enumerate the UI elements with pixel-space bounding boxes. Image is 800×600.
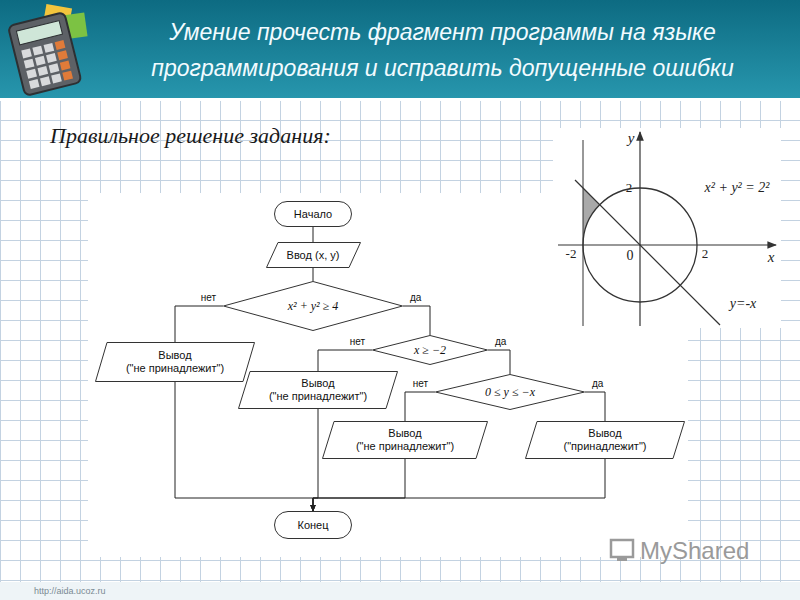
origin-label: 0 <box>627 248 634 264</box>
node-text: ("принадлежит") <box>564 440 647 453</box>
node-text: Конец <box>297 519 328 532</box>
node-text: x ≥ −2 <box>414 344 446 357</box>
branch-label: да <box>494 336 507 348</box>
x-axis <box>558 244 776 245</box>
branch-label: да <box>409 292 422 304</box>
flow-connector <box>313 268 314 281</box>
node-text: Ввод (x, y) <box>287 249 340 262</box>
flow-connector <box>403 306 430 335</box>
node-text: ("не принадлежит") <box>126 362 224 375</box>
decision-diamond: x² + y² ≥ 4 <box>223 281 403 331</box>
line-x-minus-2 <box>583 140 584 326</box>
flow-connector <box>585 392 605 421</box>
flow-connector <box>313 459 405 511</box>
io-parallelogram: Вывод("не принадлежит") <box>322 421 488 459</box>
graph <box>553 128 781 328</box>
flow-connector <box>488 350 510 374</box>
footer-band <box>0 582 800 600</box>
node-text: Вывод <box>301 377 334 390</box>
terminal-box: Конец <box>274 511 352 539</box>
slide-title: Умение прочесть фрагмент программы на яз… <box>95 14 790 86</box>
io-parallelogram: Вывод("принадлежит") <box>525 421 685 459</box>
flow-connector <box>313 227 314 242</box>
flow-connector <box>313 459 605 511</box>
terminal-box: Начало <box>274 201 352 227</box>
header-rule <box>0 98 800 101</box>
header-band <box>0 0 800 98</box>
flow-connector <box>405 392 435 421</box>
node-text: x² + y² ≥ 4 <box>288 300 339 313</box>
source-url: http://aida.ucoz.ru <box>34 586 106 596</box>
node-text: ("не принадлежит") <box>269 390 367 403</box>
node-text: Начало <box>294 208 332 221</box>
tick-label: 2 <box>626 180 633 196</box>
calculator-icon <box>8 4 88 96</box>
decision-diamond: x ≥ −2 <box>372 335 488 365</box>
y-axis <box>639 132 640 326</box>
graph-panel <box>553 128 781 328</box>
branch-label: нет <box>349 336 366 348</box>
equation-label: x² + y² = 2² <box>705 180 770 196</box>
node-text: Вывод <box>388 427 421 440</box>
node-text: 0 ≤ y ≤ −x <box>485 386 535 399</box>
branch-label: нет <box>200 292 217 304</box>
flow-connector <box>313 409 318 511</box>
flow-connector <box>318 350 372 371</box>
io-parallelogram: Вывод("не принадлежит") <box>95 342 255 382</box>
branch-label: нет <box>412 378 429 390</box>
watermark-icon <box>611 540 633 561</box>
io-parallelogram: Ввод (x, y) <box>266 242 361 268</box>
io-parallelogram: Вывод("не принадлежит") <box>238 371 398 409</box>
axis-label: x <box>768 249 775 266</box>
equation-label: y=-x <box>730 296 757 312</box>
tick-label: 2 <box>702 246 709 262</box>
node-text: ("не принадлежит") <box>356 440 454 453</box>
branch-label: да <box>591 378 604 390</box>
decision-diamond: 0 ≤ y ≤ −x <box>435 374 585 410</box>
node-text: Вывод <box>588 427 621 440</box>
node-text: Вывод <box>158 349 191 362</box>
subheading: Правильное решение задания: <box>50 123 331 149</box>
axis-label: y <box>628 130 635 147</box>
watermark: MyShared <box>640 537 749 565</box>
tick-label: -2 <box>566 246 577 262</box>
flow-connector <box>175 306 223 342</box>
line-y-minus-x <box>575 180 720 325</box>
